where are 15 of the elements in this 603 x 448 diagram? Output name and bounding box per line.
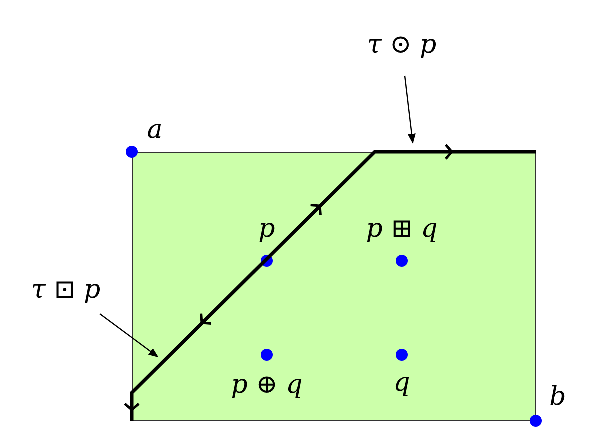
leader-line [100,314,159,358]
point-label: a [147,117,163,143]
operation-label: τ ⊙ p [367,32,437,58]
point-label: q [394,370,410,396]
point-dot [530,415,542,427]
point-dot [396,349,408,361]
point-label: p [258,216,276,242]
leader-line [404,76,416,144]
operation-label: τ ⊡ p [31,277,101,303]
point-dot [126,146,138,158]
point-label: p ⊕ q [231,372,303,398]
point-label: p ⊞ q [366,216,438,242]
point-dot [261,349,273,361]
point-dot [396,255,408,267]
point-label: b [550,384,566,410]
